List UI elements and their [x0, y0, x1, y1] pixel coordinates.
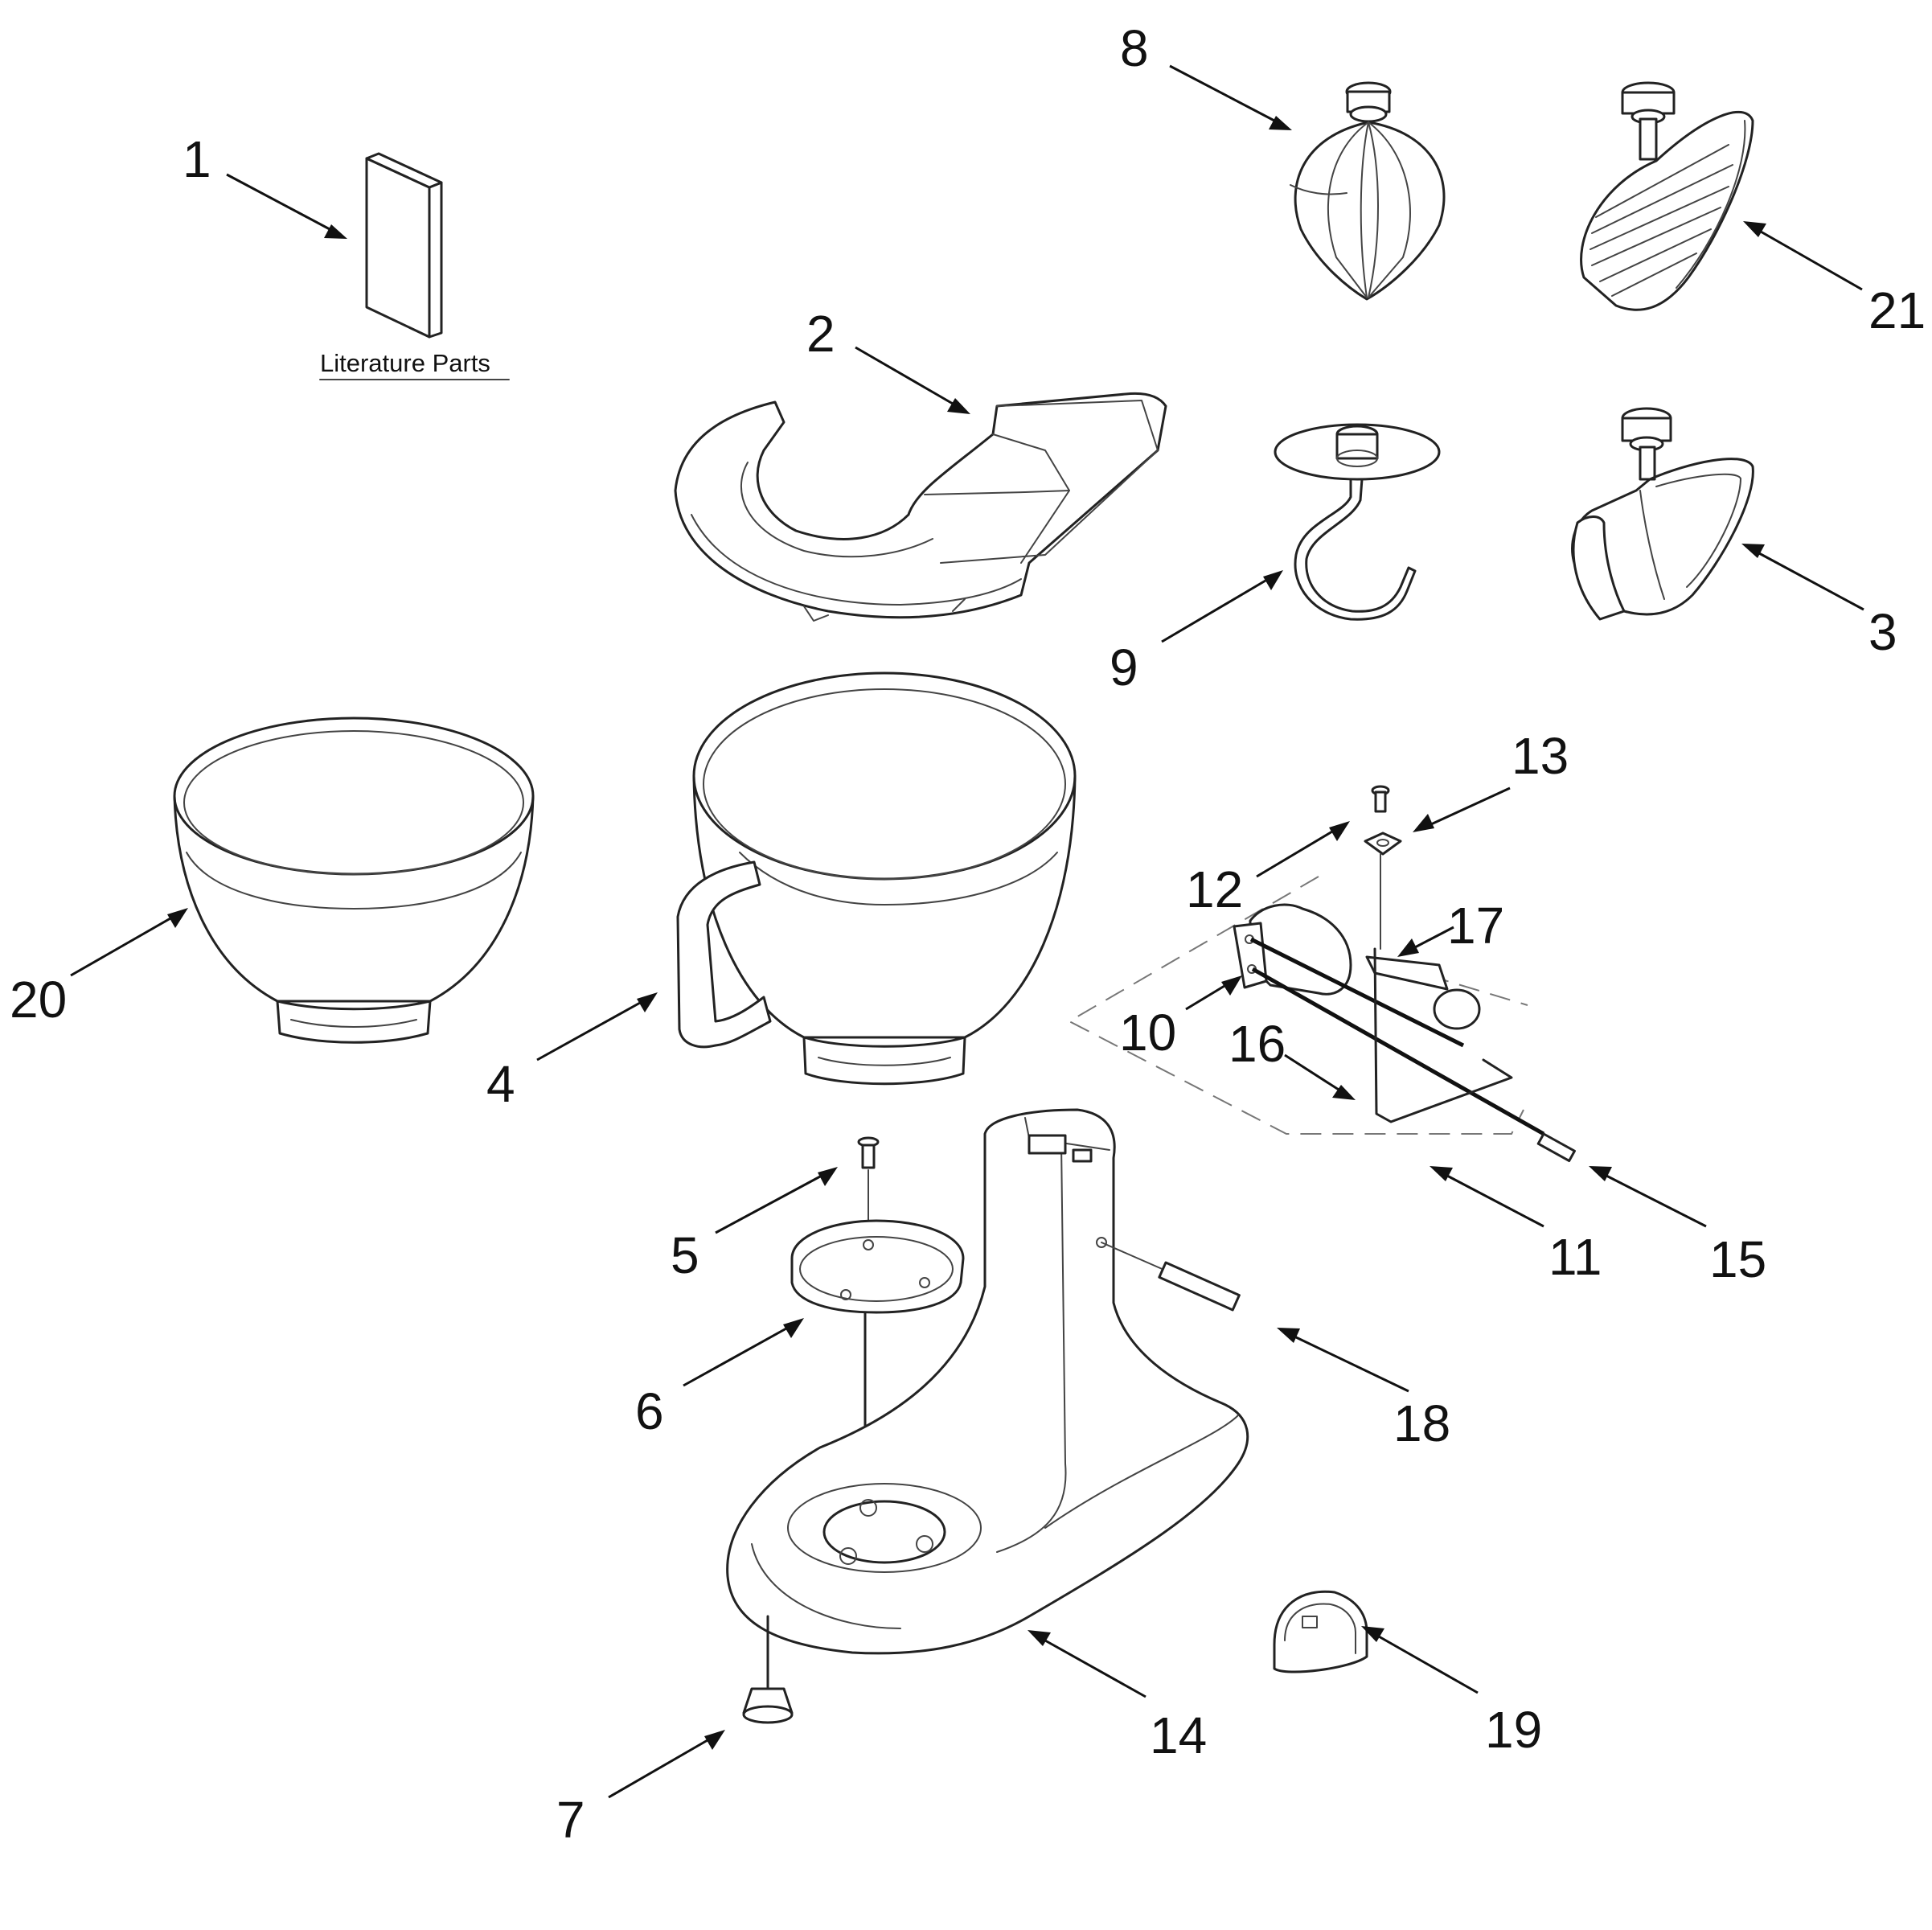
callout-16: 16	[1229, 1015, 1286, 1073]
callout-3: 3	[1868, 603, 1897, 661]
callout-11: 11	[1548, 1228, 1602, 1286]
callout-arrows	[70, 64, 1864, 1799]
callout-21: 21	[1868, 281, 1926, 339]
rubber-foot-part	[742, 1615, 794, 1724]
bowl-part	[173, 717, 535, 1044]
clamp-plate-part	[790, 1219, 965, 1314]
callout-10: 10	[1119, 1004, 1176, 1062]
literature-parts-label: Literature Parts	[320, 349, 490, 377]
callout-5: 5	[671, 1226, 699, 1284]
callout-9: 9	[1110, 639, 1138, 696]
dough-hook-part	[1274, 423, 1441, 621]
trim-badge-part	[1273, 1590, 1368, 1673]
callout-2: 2	[806, 305, 835, 363]
hinge-assembly-group	[1067, 876, 1576, 1163]
pouring-shield-part	[674, 392, 1167, 622]
washer-part-13	[1364, 832, 1402, 856]
callout-19: 19	[1485, 1701, 1542, 1759]
bowl-with-handle-part	[676, 671, 1077, 1086]
flat-beater-scraper-part	[1580, 81, 1754, 311]
callout-17: 17	[1447, 897, 1504, 955]
callout-12: 12	[1186, 860, 1243, 918]
flat-beater-part	[1571, 407, 1754, 621]
callout-7: 7	[556, 1791, 585, 1849]
literature-booklet-part	[365, 152, 443, 339]
callout-8: 8	[1120, 19, 1149, 77]
callout-15: 15	[1709, 1230, 1766, 1288]
wire-whip-part	[1290, 81, 1446, 301]
callout-4: 4	[486, 1055, 515, 1113]
callout-20: 20	[10, 971, 67, 1029]
callout-1: 1	[183, 130, 211, 188]
screw-part-5	[857, 1136, 880, 1169]
callout-13: 13	[1512, 727, 1569, 785]
callout-14: 14	[1150, 1706, 1207, 1764]
callout-6: 6	[635, 1382, 664, 1440]
callout-numbers: 1 2 3 4 5 6 7 8 9 10 11 12 13 14 15 16 1…	[10, 19, 1926, 1849]
hinge-pin-part	[1101, 1242, 1241, 1312]
pedestal-base-part	[726, 1108, 1249, 1655]
callout-18: 18	[1393, 1394, 1450, 1452]
screw-part-12	[1371, 785, 1390, 813]
